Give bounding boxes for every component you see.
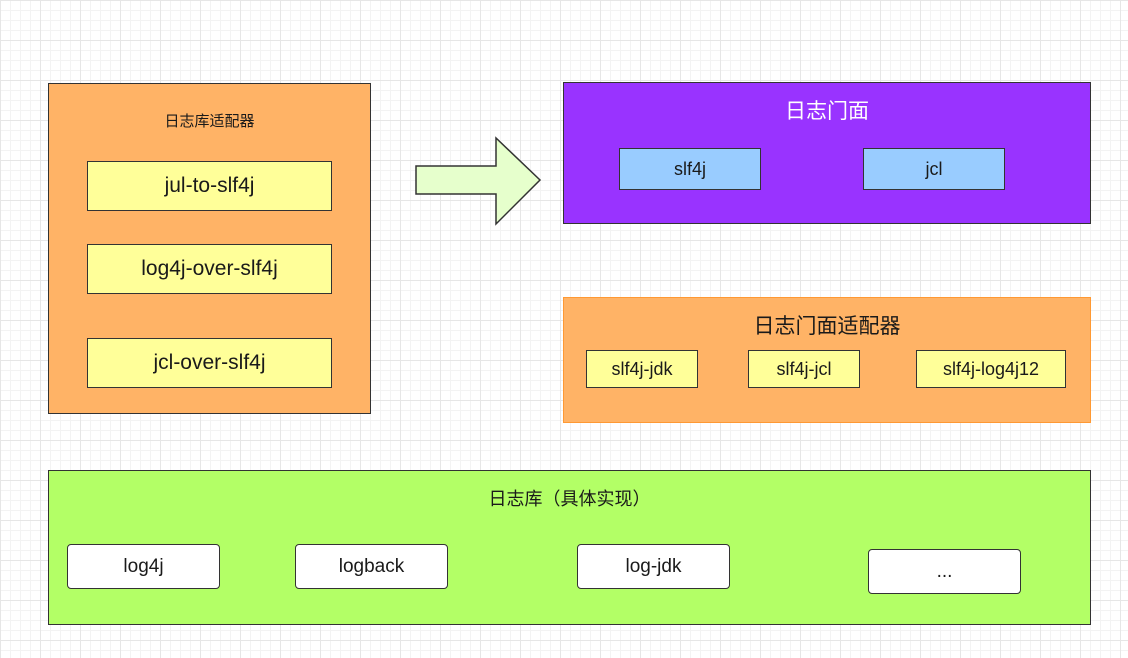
- facade-slf4j[interactable]: slf4j: [619, 148, 761, 190]
- log-facade-group: 日志门面 slf4j jcl: [563, 82, 1091, 224]
- library-log4j[interactable]: log4j: [67, 544, 220, 589]
- adapter-log4j-over-slf4j[interactable]: log4j-over-slf4j: [87, 244, 332, 294]
- log-facade-title: 日志门面: [785, 100, 869, 123]
- library-more[interactable]: ...: [868, 549, 1021, 594]
- log-libraries-title: 日志库（具体实现）: [488, 489, 651, 509]
- facade-adapter-slf4j-log4j12[interactable]: slf4j-log4j12: [916, 350, 1066, 388]
- library-logback[interactable]: logback: [295, 544, 448, 589]
- log-library-adapters-title: 日志库适配器: [164, 113, 255, 130]
- facade-adapter-slf4j-jdk[interactable]: slf4j-jdk: [586, 350, 698, 388]
- facade-jcl[interactable]: jcl: [863, 148, 1005, 190]
- log-facade-adapters-title: 日志门面适配器: [753, 315, 901, 338]
- adapter-jcl-over-slf4j[interactable]: jcl-over-slf4j: [87, 338, 332, 388]
- right-arrow-icon: [415, 136, 542, 226]
- facade-adapter-slf4j-jcl[interactable]: slf4j-jcl: [748, 350, 860, 388]
- log-facade-adapters-group: 日志门面适配器 slf4j-jdk slf4j-jcl slf4j-log4j1…: [563, 297, 1091, 423]
- adapter-jul-to-slf4j[interactable]: jul-to-slf4j: [87, 161, 332, 211]
- log-library-adapters-group: 日志库适配器 jul-to-slf4j log4j-over-slf4j jcl…: [48, 83, 371, 414]
- log-libraries-group: 日志库（具体实现） log4j logback log-jdk ...: [48, 470, 1091, 625]
- library-log-jdk[interactable]: log-jdk: [577, 544, 730, 589]
